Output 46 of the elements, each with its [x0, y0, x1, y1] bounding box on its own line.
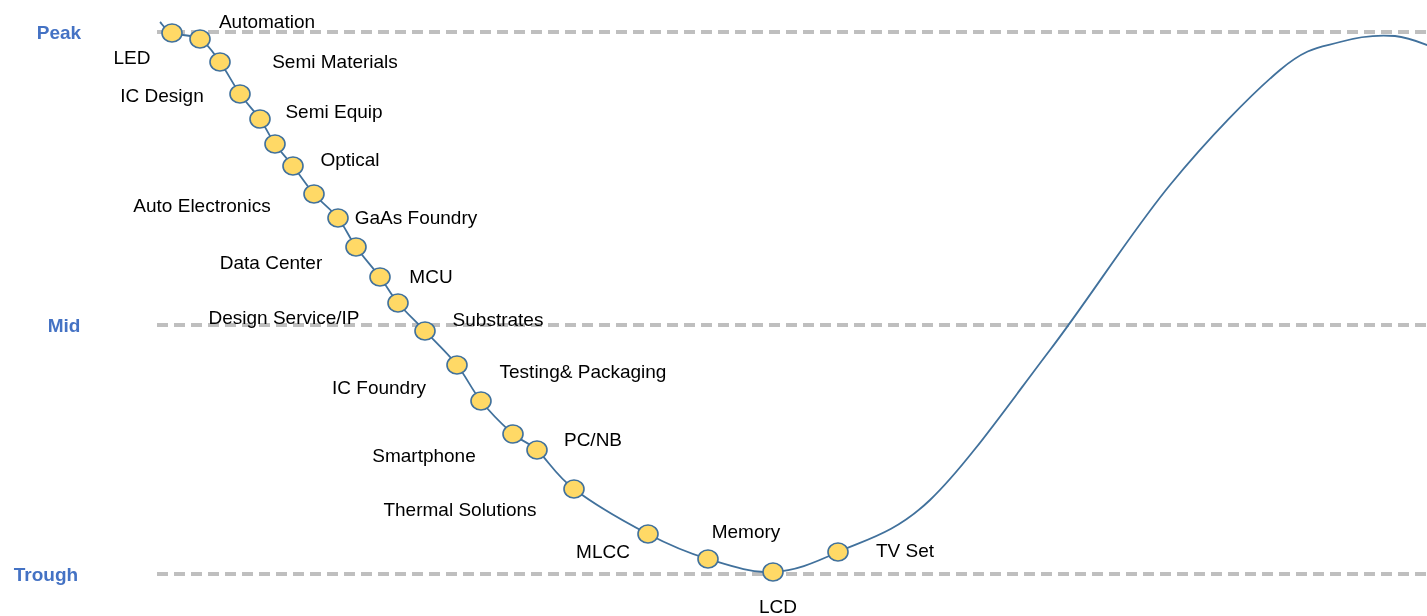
dot-label: LCD: [759, 596, 797, 616]
dot-label: Substrates: [452, 309, 544, 329]
dot-label: Design Service/IP: [208, 307, 360, 327]
curve-dot: [264, 134, 286, 154]
dot-label: Testing& Packaging: [499, 361, 667, 381]
curve-dot: [563, 479, 585, 499]
curve-dot: [827, 542, 849, 562]
curve-dot: [327, 208, 349, 228]
curve-dot: [387, 293, 409, 313]
curve-dot: [414, 321, 436, 341]
curve-dot: [282, 156, 304, 176]
level-label: Mid: [47, 315, 81, 335]
level-label: Trough: [13, 564, 79, 584]
curve-dot: [526, 440, 548, 460]
dot-label: TV Set: [875, 540, 935, 560]
curve-dot: [637, 524, 659, 544]
dot-label: IC Design: [120, 85, 204, 105]
curve-dot: [446, 355, 468, 375]
dot-label: Smartphone: [372, 445, 476, 465]
curve-dot: [762, 562, 784, 582]
dot-label: MCU: [409, 266, 453, 286]
curve-dot: [189, 29, 211, 49]
curve-dot: [249, 109, 271, 129]
curve-dot: [303, 184, 325, 204]
dot-label: Semi Materials: [272, 51, 398, 71]
curve-dot: [369, 267, 391, 287]
dot-label: Auto Electronics: [133, 195, 271, 215]
curve-dot: [229, 84, 251, 104]
dot-label: Thermal Solutions: [383, 499, 537, 519]
curve-dot: [161, 23, 183, 43]
dot-label: Semi Equip: [285, 101, 383, 121]
dot-label: IC Foundry: [332, 377, 426, 397]
curve-dot: [502, 424, 524, 444]
dot-label: Data Center: [219, 252, 323, 272]
dot-label: PC/NB: [563, 429, 623, 449]
dot-label: Optical: [320, 149, 380, 169]
dot-label: Automation: [218, 11, 316, 31]
dot-label: Memory: [711, 521, 781, 541]
dot-label: GaAs Foundry: [354, 207, 478, 227]
level-label: Peak: [36, 22, 82, 42]
curve-dot: [209, 52, 231, 72]
curve-dot: [470, 391, 492, 411]
dot-label: LED: [113, 47, 151, 67]
curve-dot: [345, 237, 367, 257]
curve-dot: [697, 549, 719, 569]
dot-label: MLCC: [576, 541, 630, 561]
